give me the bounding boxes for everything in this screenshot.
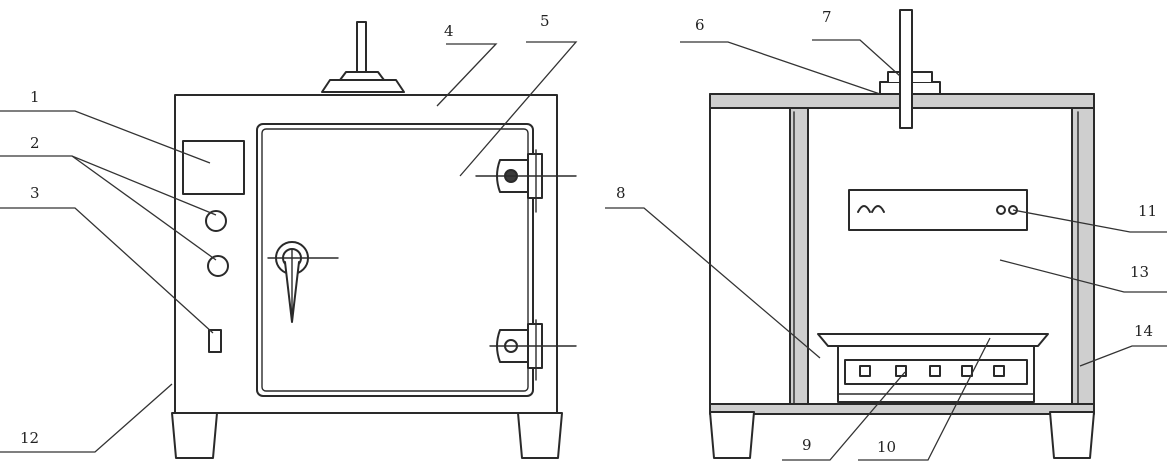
label-10: 10 (877, 438, 896, 456)
lower-hinge (489, 319, 577, 381)
part-labels: 1 2 3 12 4 5 6 7 8 9 10 11 13 14 (20, 8, 1157, 456)
leader-lines (0, 39, 1167, 461)
label-8: 8 (616, 184, 626, 202)
bottom-floor (709, 403, 1095, 415)
label-2: 2 (30, 134, 40, 152)
sample-tray (817, 333, 1049, 403)
control-knob-2 (207, 255, 229, 277)
right-insulated-wall (1071, 107, 1095, 413)
label-14: 14 (1134, 322, 1153, 340)
section-vent-pipe (879, 9, 941, 129)
sensor-plate (848, 189, 1028, 231)
top-vent (321, 21, 405, 93)
front-foot-right (517, 412, 563, 459)
label-12: 12 (20, 429, 39, 447)
label-7: 7 (822, 8, 832, 26)
section-foot-left (709, 411, 755, 459)
label-4: 4 (444, 22, 454, 40)
front-door (256, 123, 534, 397)
door-inner-edge (261, 128, 529, 392)
door-handle (267, 241, 339, 323)
display-window (182, 140, 245, 195)
left-partition-wall (789, 107, 809, 413)
label-5: 5 (540, 12, 550, 30)
front-foot-left (171, 412, 218, 459)
label-3: 3 (30, 184, 40, 202)
label-1: 1 (30, 88, 40, 106)
section-view (709, 9, 1095, 459)
section-foot-right (1049, 411, 1095, 459)
front-view (171, 21, 577, 459)
power-switch (208, 329, 222, 353)
label-6: 6 (695, 16, 705, 34)
label-13: 13 (1130, 263, 1149, 281)
control-knob-1 (205, 210, 227, 232)
label-11: 11 (1138, 202, 1157, 220)
label-9: 9 (802, 436, 812, 454)
upper-hinge (475, 149, 577, 213)
